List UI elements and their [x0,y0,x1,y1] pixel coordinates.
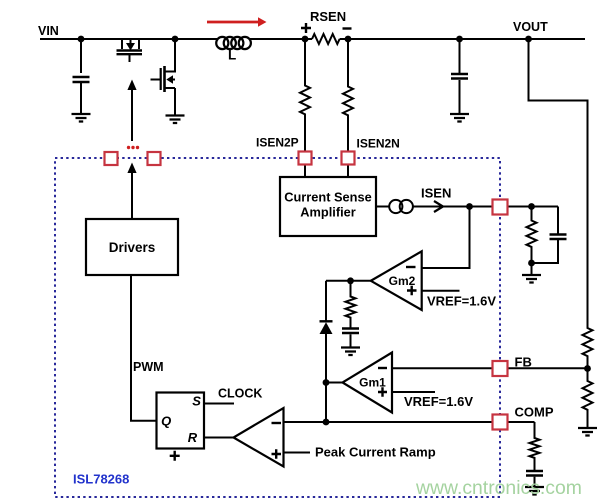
svg-text:Current Sense: Current Sense [284,190,371,205]
svg-text:ISL78268: ISL78268 [73,472,129,487]
svg-text:COMP: COMP [515,405,554,420]
svg-text:Gm1: Gm1 [359,376,386,390]
svg-text:S: S [192,394,201,409]
svg-text:Drivers: Drivers [109,240,156,255]
svg-text:VREF=1.6V: VREF=1.6V [404,394,473,409]
svg-text:VIN: VIN [38,24,59,38]
svg-text:ISEN2P: ISEN2P [256,136,299,150]
svg-text:CLOCK: CLOCK [218,387,262,401]
svg-text:L: L [228,48,236,63]
svg-text:VOUT: VOUT [513,20,548,34]
svg-text:FB: FB [515,355,532,370]
svg-text:R: R [188,430,198,445]
svg-text:Q: Q [161,413,171,428]
svg-text:ISEN2N: ISEN2N [357,137,400,151]
svg-text:RSEN: RSEN [310,9,346,24]
svg-text:ISEN: ISEN [421,186,451,201]
svg-text:Gm2: Gm2 [389,274,416,288]
svg-text:Peak Current Ramp: Peak Current Ramp [315,445,436,460]
svg-text:VREF=1.6V: VREF=1.6V [427,294,496,309]
svg-text:Amplifier: Amplifier [300,205,355,220]
svg-text:PWM: PWM [133,360,164,374]
svg-text:www.cntronics.com: www.cntronics.com [415,477,582,499]
